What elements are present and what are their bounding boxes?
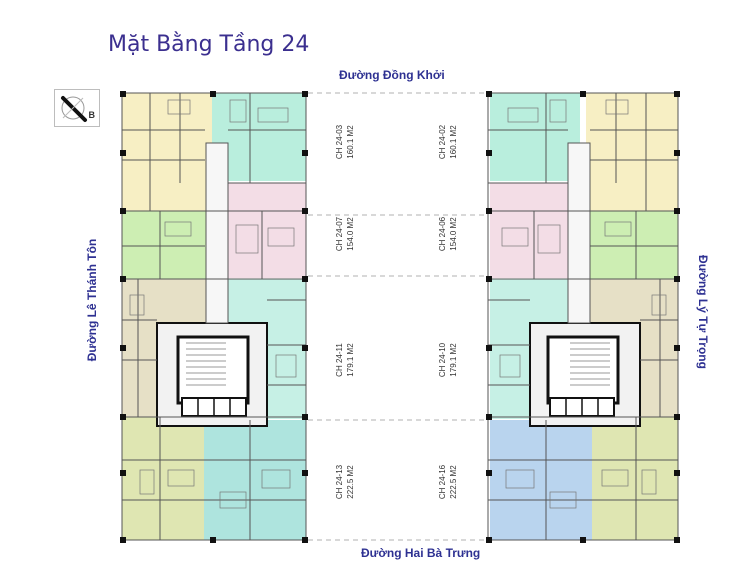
street-label-top: Đường Đồng Khởi — [339, 68, 445, 82]
street-label-bottom: Đường Hai Bà Trưng — [361, 546, 481, 560]
zone-left-olive — [122, 417, 204, 540]
corridor-left — [205, 142, 229, 324]
corridor-right — [567, 142, 591, 324]
stair-right — [546, 335, 620, 405]
zone-right-yellow — [586, 93, 678, 211]
zone-right-blue — [490, 420, 592, 540]
zone-right-mint — [490, 93, 580, 181]
zone-left-pink — [222, 183, 306, 278]
grid-guides — [308, 92, 487, 541]
zone-right-pink — [490, 183, 574, 278]
page-title: Mặt Bằng Tầng 24 — [108, 32, 310, 57]
zone-left-teal — [204, 420, 306, 540]
zone-left-green — [122, 211, 208, 279]
stair-left — [176, 335, 250, 405]
compass-letter: B — [88, 110, 96, 120]
compass-icon: B — [54, 89, 100, 127]
zone-right-olive — [592, 417, 678, 540]
building-right — [486, 91, 680, 543]
building-left — [120, 91, 308, 543]
zone-right-green — [588, 211, 678, 279]
zone-left-yellow — [122, 93, 212, 211]
